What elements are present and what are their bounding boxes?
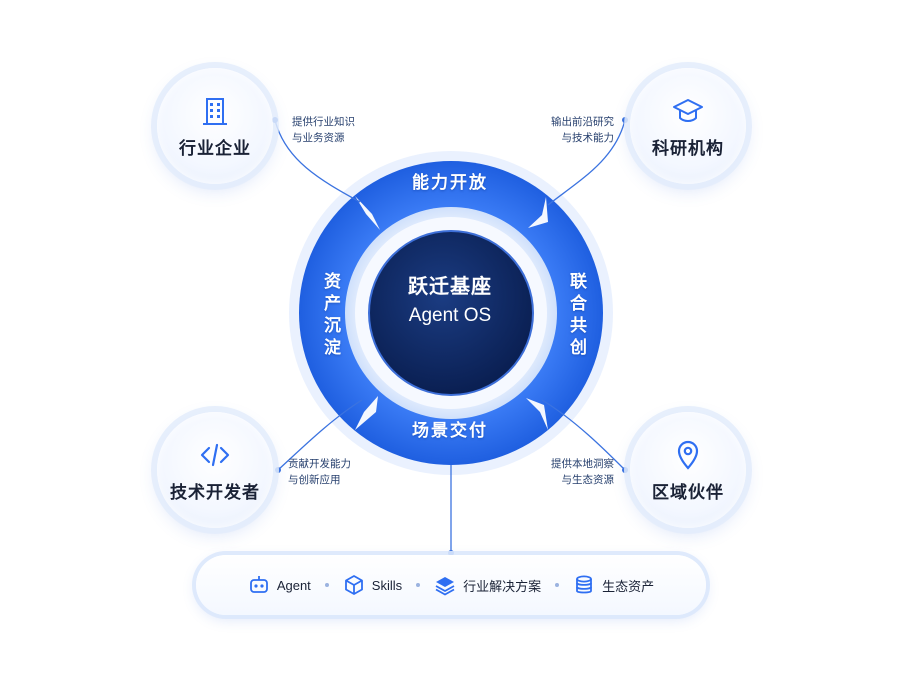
location-pin-icon (677, 440, 699, 470)
capability-bar: Agent Skills 行业解决方案 生态资产 (196, 555, 706, 615)
bar-item-skills: Skills (343, 574, 402, 596)
ring-label-bottom: 场景交付 (412, 421, 488, 441)
separator-dot (555, 583, 560, 587)
partner-region: 区域伙伴 (630, 412, 746, 528)
partner-developer: 技术开发者 (157, 412, 273, 528)
partner-research-title: 科研机构 (652, 138, 724, 159)
bar-label-solutions: 行业解决方案 (463, 578, 542, 594)
robot-icon (249, 576, 268, 593)
bar-label-assets: 生态资产 (602, 578, 655, 594)
core-title-en: Agent OS (408, 305, 492, 326)
separator-dot (416, 583, 421, 587)
note-industry: 提供行业知识 与业务资源 (292, 116, 355, 144)
separator-dot (324, 583, 329, 587)
core-title: 跃迁基座 Agent OS (380, 270, 520, 327)
database-icon (576, 575, 593, 594)
ring-label-top: 能力开放 (412, 173, 488, 193)
bar-item-agent: Agent (248, 574, 311, 596)
bar-label-skills: Skills (371, 577, 403, 593)
layers-icon (435, 577, 455, 596)
partner-industry: 行业企业 (157, 68, 273, 184)
partner-research: 科研机构 (630, 68, 746, 184)
note-research: 输出前沿研究 与技术能力 (551, 116, 614, 144)
building-icon (203, 97, 227, 125)
core-title-cn: 跃迁基座 (408, 274, 492, 298)
partner-region-title: 区域伙伴 (652, 482, 724, 503)
ring-label-left: 资产沉淀 (320, 272, 340, 360)
ring-label-right: 联合共创 (566, 272, 586, 360)
partner-industry-title: 行业企业 (179, 138, 251, 159)
bar-item-assets: 生态资产 (573, 574, 654, 596)
note-region: 提供本地洞察 与生态资源 (551, 458, 614, 486)
code-icon (200, 443, 230, 466)
note-developer: 贡献开发能力 与创新应用 (288, 458, 351, 486)
bar-label-agent: Agent (276, 577, 311, 593)
cube-icon (344, 575, 363, 595)
bar-item-solutions: 行业解决方案 (434, 574, 541, 596)
graduation-cap-icon (673, 98, 703, 122)
partner-developer-title: 技术开发者 (170, 482, 260, 503)
core-circle (368, 230, 534, 396)
